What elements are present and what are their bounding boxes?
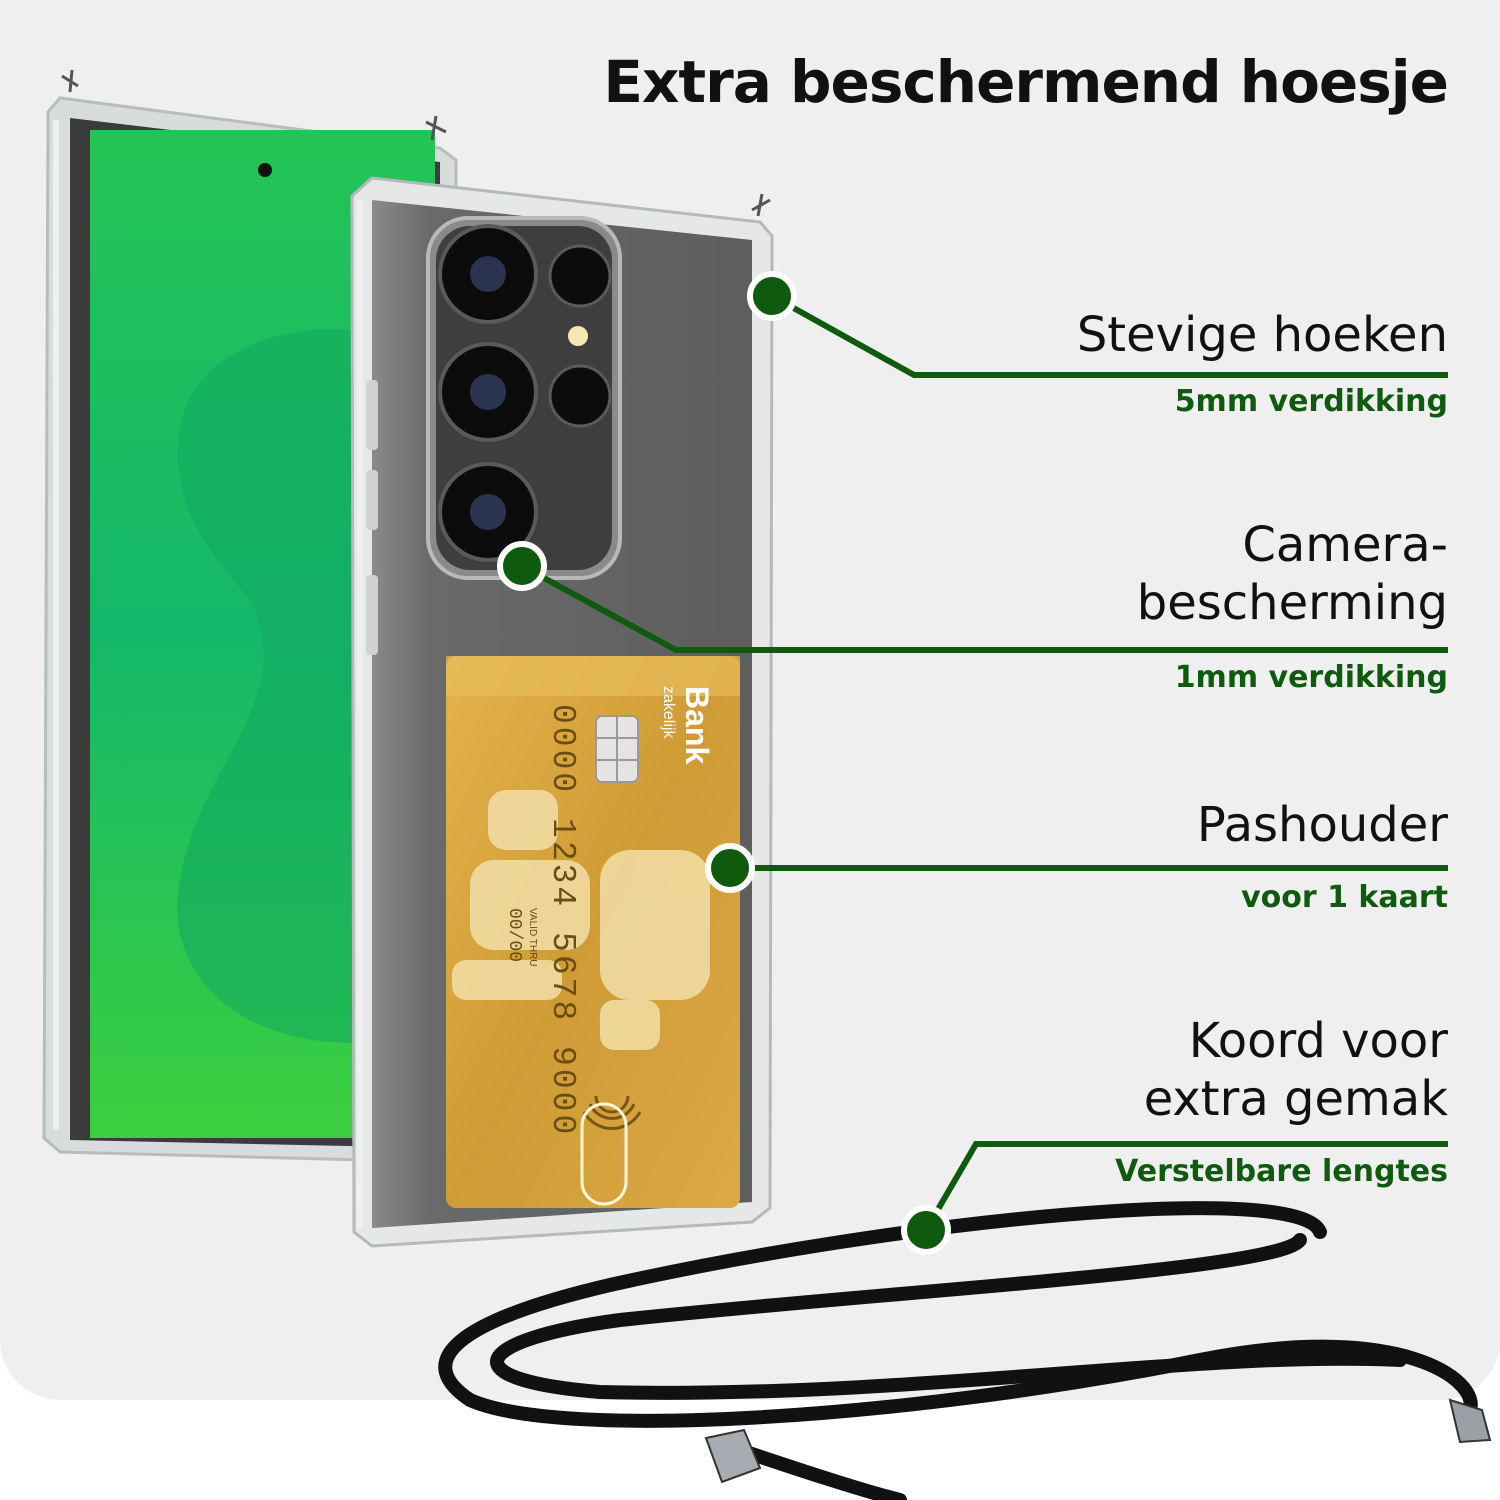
- lanyard-cord: [438, 1201, 1478, 1500]
- callout-line-corners: [770, 293, 1448, 378]
- feature-subtitle-cord: Verstelbare lengtes: [1115, 1154, 1448, 1189]
- feature-subtitle-camera: 1mm verdikking: [1174, 660, 1448, 695]
- feature-title-corners: Stevige hoeken: [1076, 307, 1448, 363]
- feature-title-cord: Koord voor extra gemak: [1143, 1013, 1448, 1127]
- strap-clip-icon: [61, 69, 79, 93]
- callout-line-camera: [520, 563, 1448, 653]
- strap-clip-icon: [425, 115, 447, 141]
- feature-title-camera: Camera- bescherming: [1136, 517, 1448, 631]
- camera-lens-icon: [548, 244, 612, 308]
- camera-lens-icon: [548, 364, 612, 428]
- camera-module: [426, 216, 622, 580]
- callout-lines: [520, 293, 1448, 1232]
- callout-dot-cardholder: [705, 843, 755, 893]
- strap-clip-icon: [751, 193, 771, 217]
- bank-card: Bank zakelijk 0000 1234 5678 9000 VALID …: [446, 656, 740, 1208]
- card-number: 0000 1234 5678 9000: [544, 704, 581, 1137]
- card-valid-date: 00/00: [504, 908, 524, 962]
- callout-dots: [497, 271, 951, 1255]
- callout-dot-cord: [901, 1205, 951, 1255]
- callout-dot-camera: [497, 541, 547, 591]
- world-map-dots: [452, 790, 710, 1050]
- page-title: Extra beschermend hoesje: [603, 48, 1449, 116]
- feature-title-cardholder: Pashouder: [1196, 797, 1448, 853]
- callout-dot-corners: [747, 271, 797, 321]
- card-type: zakelijk: [660, 686, 677, 739]
- front-camera-icon: [258, 163, 272, 177]
- card-valid-label: VALID THRU: [527, 908, 538, 967]
- cord-end-clip: [704, 1398, 1492, 1484]
- feature-subtitle-cardholder: voor 1 kaart: [1241, 880, 1448, 915]
- feature-subtitle-corners: 5mm verdikking: [1174, 384, 1448, 419]
- card-bank-name: Bank: [679, 686, 715, 764]
- callout-line-cord: [923, 1141, 1448, 1232]
- card-push-hole[interactable]: [580, 1102, 628, 1206]
- contactless-icon: [582, 1095, 642, 1130]
